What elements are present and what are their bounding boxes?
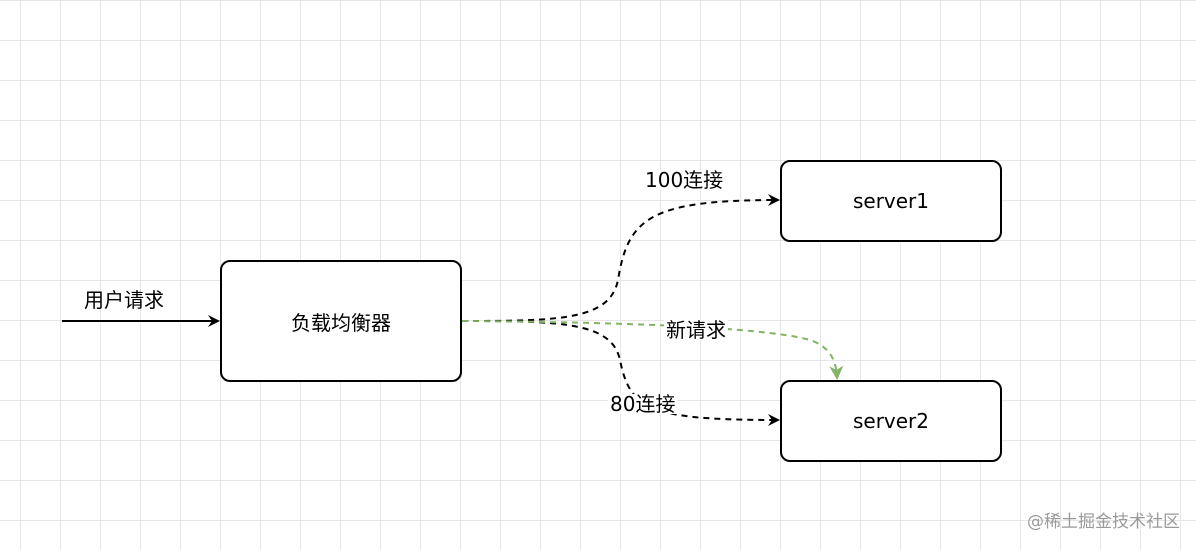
server2-label: server2 xyxy=(852,409,930,433)
watermark: @稀土掘金技术社区 xyxy=(1027,512,1180,532)
server2-node[interactable]: server2 xyxy=(780,380,1002,462)
edge-new-request xyxy=(461,320,844,380)
edge-to-server1 xyxy=(461,194,780,322)
server1-label: server1 xyxy=(852,189,930,213)
server1-node[interactable]: server1 xyxy=(780,160,1002,242)
to-server1-label: 100连接 xyxy=(643,168,726,192)
new-request-label: 新请求 xyxy=(664,318,728,342)
user-request-label: 用户请求 xyxy=(84,288,164,312)
load-balancer-label: 负载均衡器 xyxy=(291,310,391,335)
load-balancer-node[interactable]: 负载均衡器 xyxy=(220,260,462,382)
to-server2-label: 80连接 xyxy=(608,392,678,416)
